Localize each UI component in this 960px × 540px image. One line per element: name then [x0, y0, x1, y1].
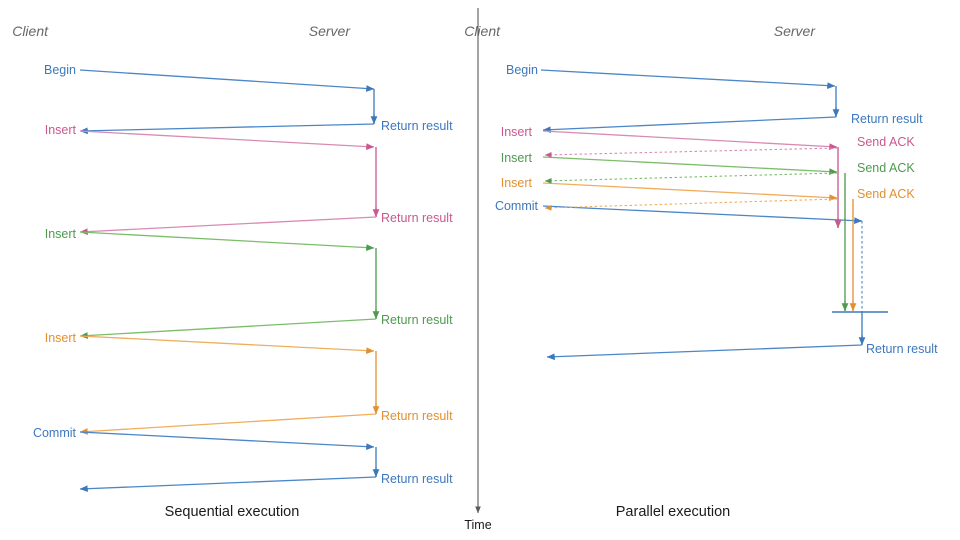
client-message-label-2: Insert — [45, 227, 77, 241]
request-arrow-insert2 — [79, 231, 375, 251]
server-message-label-4: Return result — [381, 472, 453, 486]
reply-arrow-begin — [79, 123, 375, 135]
reply-arrow-insert1 — [79, 216, 377, 235]
server-message-label-3: Return result — [381, 409, 453, 423]
server-message-label-0: Return result — [381, 119, 453, 133]
reply-arrow-commit — [79, 476, 377, 493]
header-server: Server — [309, 23, 352, 39]
client-message-label-2: Insert — [501, 151, 533, 165]
client-message-label-1: Insert — [501, 125, 533, 139]
request-arrow-begin — [540, 69, 836, 89]
header-client: Client — [12, 23, 49, 39]
ack-arrow-ack3 — [544, 198, 838, 211]
client-message-label-4: Commit — [33, 426, 77, 440]
server-message-label-2: Send ACK — [857, 161, 915, 175]
client-message-label-3: Insert — [501, 176, 533, 190]
panel-caption: Sequential execution — [165, 504, 300, 520]
request-arrow-begin — [79, 69, 375, 92]
reply-arrow-insert2 — [79, 318, 377, 339]
request-arrow-commit — [79, 431, 375, 450]
reply-arrow-insert3 — [79, 413, 377, 435]
server-message-label-4: Return result — [866, 342, 938, 356]
request-arrow-insert3 — [79, 335, 375, 354]
reply-arrow-begin — [542, 116, 837, 134]
server-message-label-2: Return result — [381, 313, 453, 327]
client-message-label-0: Begin — [44, 63, 76, 77]
client-message-label-0: Begin — [506, 63, 538, 77]
request-arrow-commit — [542, 205, 863, 225]
server-message-label-3: Send ACK — [857, 187, 915, 201]
request-arrow-insert1 — [79, 130, 375, 150]
request-arrow-insert2 — [542, 156, 838, 175]
header-server: Server — [774, 23, 817, 39]
time-axis-label: Time — [464, 518, 491, 532]
server-message-label-0: Return result — [851, 112, 923, 126]
final-reply-arrow — [546, 344, 863, 361]
request-arrow-insert3 — [542, 182, 838, 201]
server-message-label-1: Return result — [381, 211, 453, 225]
request-arrow-insert1 — [542, 130, 838, 150]
time-axis: Time — [464, 8, 492, 532]
client-message-label-3: Insert — [45, 331, 77, 345]
client-message-label-1: Insert — [45, 123, 77, 137]
header-client: Client — [464, 23, 501, 39]
ack-arrow-ack1 — [544, 147, 838, 158]
server-message-label-1: Send ACK — [857, 135, 915, 149]
ack-arrow-ack2 — [544, 172, 838, 184]
panel-caption: Parallel execution — [616, 504, 730, 520]
client-message-label-4: Commit — [495, 199, 539, 213]
